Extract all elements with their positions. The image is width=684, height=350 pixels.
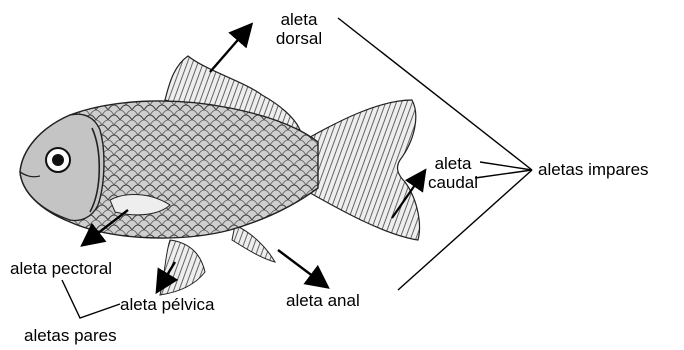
- label-aletas-pares: aletas pares: [24, 326, 117, 345]
- label-aleta-dorsal: aleta dorsal: [259, 10, 339, 48]
- label-aleta-pectoral: aleta pectoral: [10, 259, 112, 278]
- arrow-dorsal: [210, 26, 250, 72]
- label-aleta-dorsal-line1: aleta: [259, 10, 339, 29]
- fish-pupil: [52, 154, 64, 166]
- label-aleta-pelvica: aleta pélvica: [120, 295, 215, 314]
- label-aleta-caudal-line2: caudal: [418, 173, 488, 192]
- anal-fin-shape: [232, 225, 275, 262]
- label-aletas-impares: aletas impares: [538, 160, 649, 179]
- arrow-anal: [278, 250, 326, 286]
- pares-bracket: [62, 280, 120, 318]
- label-aleta-caudal: aleta caudal: [418, 154, 488, 192]
- label-aleta-caudal-line1: aleta: [418, 154, 488, 173]
- label-aleta-anal: aleta anal: [286, 291, 360, 310]
- label-aleta-dorsal-line2: dorsal: [259, 29, 339, 48]
- caudal-fin-shape: [305, 100, 419, 240]
- pelvic-fin-shape: [160, 240, 205, 295]
